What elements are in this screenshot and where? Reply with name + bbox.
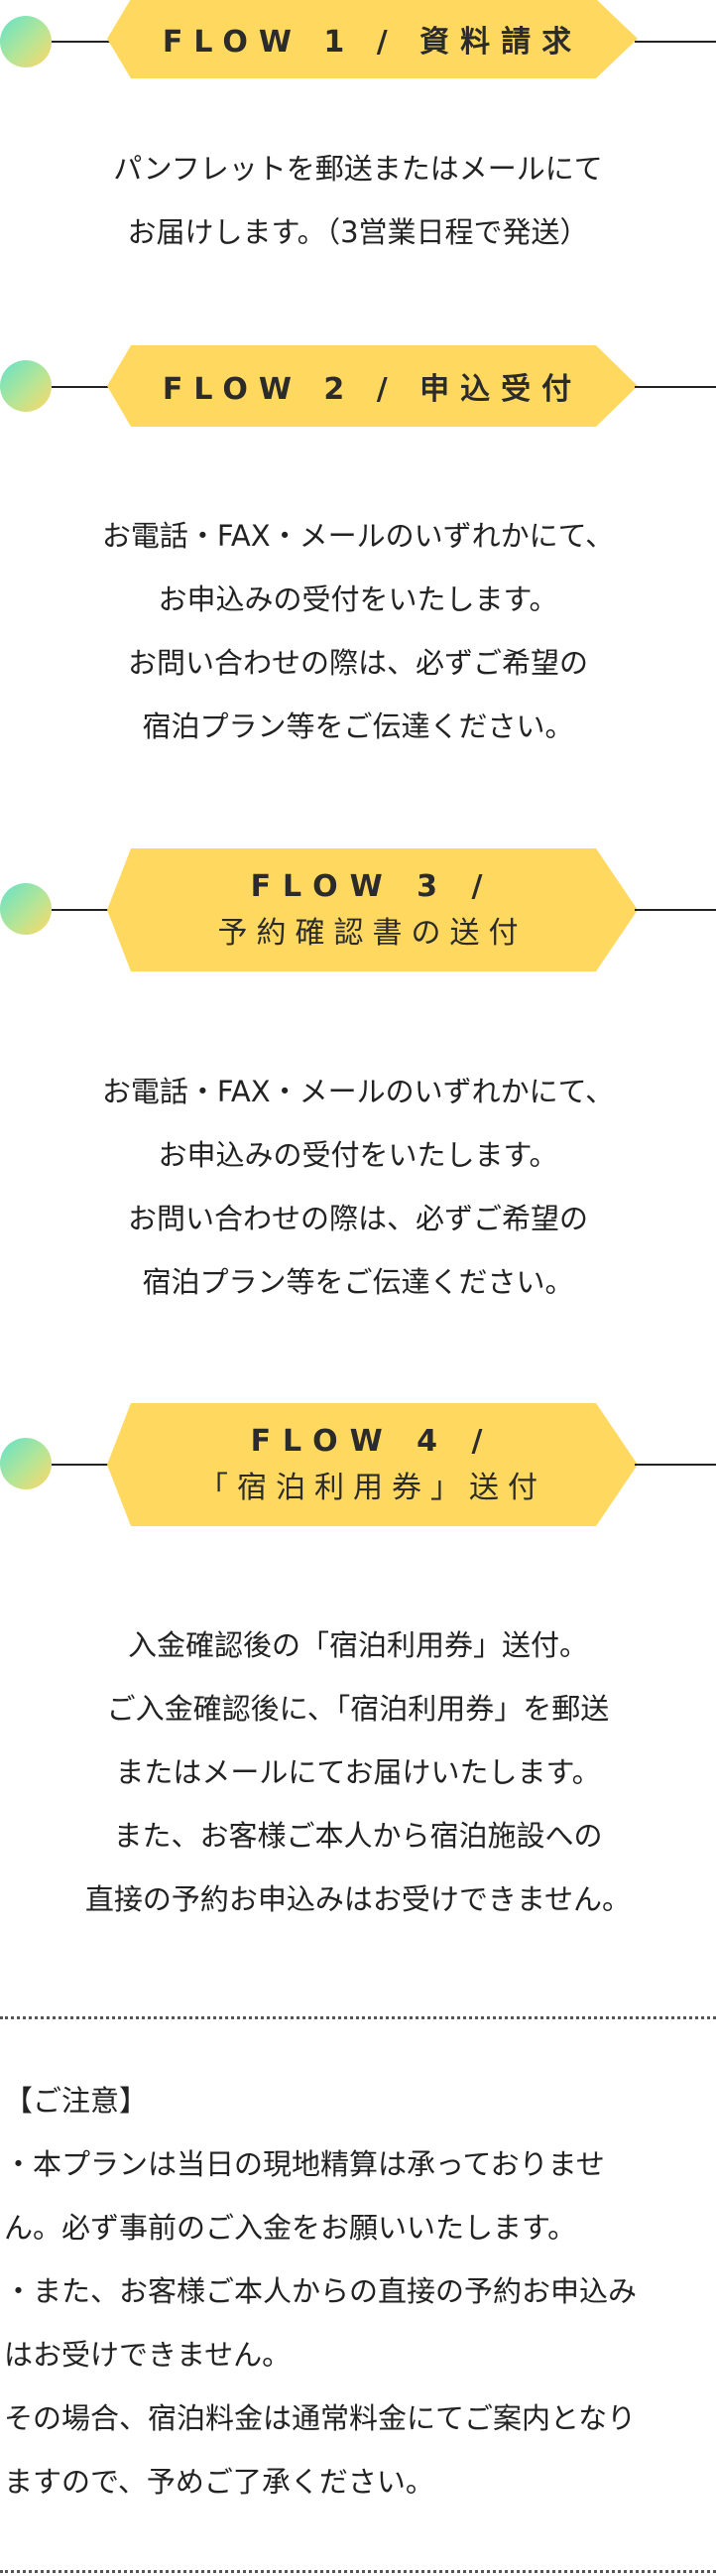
flow-2-title: FLOW 2 / 申込受付	[162, 372, 583, 407]
connector-line-left	[52, 41, 113, 43]
text-line: お問い合わせの際は、必ずご希望の	[127, 1202, 588, 1235]
connector-line-left	[52, 1464, 113, 1466]
connector-line-left	[52, 909, 113, 911]
text-line: お電話・FAX・メールのいずれかにて、	[101, 1075, 615, 1108]
flow-4-title-line2: 「宿泊利用券」送付	[198, 1470, 546, 1505]
flow-4-header: FLOW 4 / 「宿泊利用券」送付	[0, 1403, 716, 1526]
flow-4-title-line1: FLOW 4 /	[250, 1423, 495, 1459]
gradient-circle-icon	[0, 16, 52, 67]
notice-box: 【ご注意】 ・本プランは当日の現地精算は承っておりませ ん。必ず事前のご入金をお…	[4, 2069, 714, 2513]
flow-3-header: FLOW 3 / 予約確認書の送付	[0, 848, 716, 971]
dotted-divider-bottom	[0, 2570, 716, 2573]
text-line: 入金確認後の「宿泊利用券」送付。	[127, 1628, 588, 1662]
flow-3-title-tag: FLOW 3 / 予約確認書の送付	[107, 848, 638, 971]
text-line: お申込みの受付をいたします。	[158, 582, 558, 616]
flow-3-title-line2: 予約確認書の送付	[217, 915, 528, 951]
connector-line-right	[635, 386, 716, 388]
gradient-circle-icon	[0, 1438, 52, 1489]
connector-line-left	[52, 386, 113, 388]
flow-2-header: FLOW 2 / 申込受付	[0, 345, 716, 427]
flow-4-description: 入金確認後の「宿泊利用券」送付。 ご入金確認後に、「宿泊利用券」を郵送 またはメ…	[0, 1613, 716, 1931]
connector-line-right	[635, 41, 716, 43]
notice-line: はお受けできません。	[4, 2338, 292, 2372]
flow-3-title-line1: FLOW 3 /	[250, 868, 495, 904]
flow-1-title: FLOW 1 / 資料請求	[162, 25, 583, 60]
notice-line: ・また、お客様ご本人からの直接の予約お申込み	[4, 2274, 638, 2308]
connector-line-right	[635, 909, 716, 911]
notice-line: ますので、予めご了承ください。	[4, 2465, 434, 2499]
gradient-circle-icon	[0, 360, 52, 412]
text-line: 直接の予約お申込みはお受けできません。	[84, 1882, 632, 1916]
gradient-circle-icon	[0, 883, 52, 935]
flow-4-title-tag: FLOW 4 / 「宿泊利用券」送付	[107, 1403, 638, 1526]
flow-2-description: お電話・FAX・メールのいずれかにて、 お申込みの受付をいたします。 お問い合わ…	[0, 504, 716, 758]
flow-3-description: お電話・FAX・メールのいずれかにて、 お申込みの受付をいたします。 お問い合わ…	[0, 1060, 716, 1314]
text-line: ご入金確認後に、「宿泊利用券」を郵送	[106, 1692, 610, 1726]
notice-line: その場合、宿泊料金は通常料金にてご案内となり	[4, 2401, 637, 2435]
text-line: お届けします。（3営業日程で発送）	[127, 215, 589, 249]
text-line: お問い合わせの際は、必ずご希望の	[127, 646, 588, 680]
flow-1-description: パンフレットを郵送またはメールにて お届けします。（3営業日程で発送）	[0, 137, 716, 264]
flow-1-title-tag: FLOW 1 / 資料請求	[107, 0, 638, 78]
text-line: 宿泊プラン等をご伝達ください。	[142, 1265, 574, 1299]
text-line: お申込みの受付をいたします。	[158, 1138, 558, 1172]
text-line: お電話・FAX・メールのいずれかにて、	[101, 519, 615, 553]
notice-line: ん。必ず事前のご入金をお願いいたします。	[4, 2211, 577, 2245]
notice-heading: 【ご注意】	[4, 2084, 149, 2118]
flow-2-title-tag: FLOW 2 / 申込受付	[107, 345, 638, 427]
connector-line-right	[635, 1464, 716, 1466]
text-line: また、お客様ご本人から宿泊施設への	[113, 1819, 603, 1853]
text-line: またはメールにてお届けいたします。	[115, 1755, 601, 1789]
text-line: 宿泊プラン等をご伝達ください。	[142, 709, 574, 743]
notice-line: ・本プランは当日の現地精算は承っておりませ	[4, 2147, 605, 2181]
flow-1-header: FLOW 1 / 資料請求	[0, 0, 716, 79]
dotted-divider-top	[0, 2016, 716, 2019]
text-line: パンフレットを郵送またはメールにて	[113, 152, 603, 186]
